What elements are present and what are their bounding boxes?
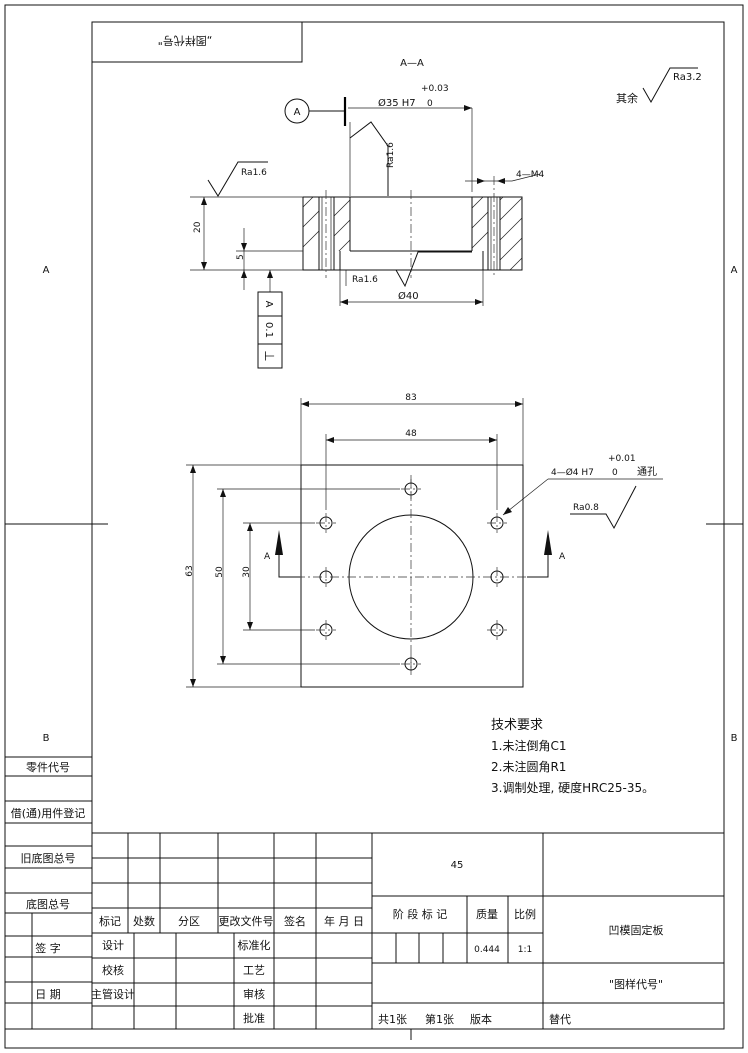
left-label-sign: 签 字 [35,941,61,955]
weight-value: 0.444 [474,945,500,955]
roughness-general-symbol [642,67,698,104]
tech-item-1: 1.未注倒角C1 [491,738,566,753]
tolerance-frame [257,291,283,369]
header-change-doc: 更改文件号 [219,914,274,928]
thread-note: 4—M4 [516,170,544,180]
hole-tol-upper: +0.01 [608,454,636,464]
scale-label: 比例 [514,907,536,921]
role-standard: 标准化 [238,938,271,952]
bore-tol-upper: +0.03 [421,84,449,94]
title-block-grid [92,832,724,1029]
hole-note-suffix: 通孔 [637,466,657,478]
roughness-bottom: Ra1.6 [352,275,378,285]
tech-heading: 技术要求 [491,718,543,733]
section-arrow-left: A [264,552,271,562]
header-date: 年 月 日 [324,914,364,928]
datum-letter: A [294,107,301,118]
header-signature: 签名 [284,914,306,928]
sheets-total: 共1张 [378,1013,407,1026]
scale-value: 1:1 [518,945,532,955]
role-chief: 主管设计 [91,987,135,1001]
tolerance-value: 0.1 [263,322,274,338]
plan-hole-spacing-y1: 50 [215,566,225,578]
role-approve: 批准 [243,1011,265,1025]
left-label-master: 底图总号 [26,897,70,911]
material-value: 45 [451,860,464,871]
plan-hole-spacing-x: 48 [405,429,417,439]
roughness-face: Ra1.6 [386,142,396,168]
plate-outline [300,464,524,688]
header-count: 处数 [133,915,155,928]
height-dim: 20 [193,221,203,233]
version-label: 版本 [470,1012,492,1026]
section-title: A—A [400,58,424,69]
hole-note-prefix: 4—Ø4 H7 [551,467,594,478]
section-outline [302,196,523,271]
weight-label: 质量 [476,908,498,921]
drawing-frame [91,21,725,1030]
tolerance-datum: A [263,301,274,308]
sheet-number: 第1张 [425,1012,454,1026]
drawing-number: "图样代号" [609,977,663,991]
role-review: 审核 [243,987,265,1001]
header-zone: 分区 [178,915,200,928]
header-mark: 标记 [99,914,121,928]
roughness-left-symbol [207,161,268,197]
zone-left-b: B [43,733,50,744]
replaces-label: 替代 [549,1012,571,1026]
top-code-text: „图样代号" [158,34,213,48]
hole-roughness: Ra0.8 [573,503,599,513]
tech-item-3: 3.调制处理, 硬度HRC25-35。 [491,780,654,795]
left-label-date: 日 期 [35,988,61,1001]
plan-hole-spacing-y2: 30 [242,566,252,578]
top-code-box [91,21,303,63]
role-design: 设计 [102,939,124,952]
part-name: 凹模固定板 [609,923,664,937]
plan-width-dim: 83 [405,393,416,403]
bore-dim: Ø35 H7 [378,97,416,109]
roughness-general-prefix: 其余 [616,91,638,105]
step-diameter: Ø40 [398,290,419,302]
left-label-borrowed: 借(通)用件登记 [11,806,86,820]
left-column-grid [4,756,93,1030]
zone-left-a: A [43,265,50,276]
tolerance-symbol: ⊥ [261,350,276,361]
hole-tol-lower: 0 [612,468,618,478]
step-dim: 5 [236,254,246,260]
plan-height-dim: 63 [185,565,195,576]
left-label-part-code: 零件代号 [26,761,70,774]
tech-item-2: 2.未注圆角R1 [491,759,566,774]
section-arrow-right: A [559,552,566,562]
roughness-bottom-symbol [346,251,472,288]
zone-right-b: B [731,733,738,744]
left-label-old-master: 旧底图总号 [21,851,76,865]
stage-label: 阶 段 标 记 [393,907,448,921]
roughness-left: Ra1.6 [241,168,267,178]
roughness-general-value: Ra3.2 [673,72,702,83]
role-check: 校核 [102,963,124,977]
hole-roughness-symbol [570,485,637,530]
zone-right-a: A [731,265,738,276]
outer-border [4,4,744,1049]
role-process: 工艺 [243,964,265,977]
bore-tol-lower: 0 [427,99,433,109]
